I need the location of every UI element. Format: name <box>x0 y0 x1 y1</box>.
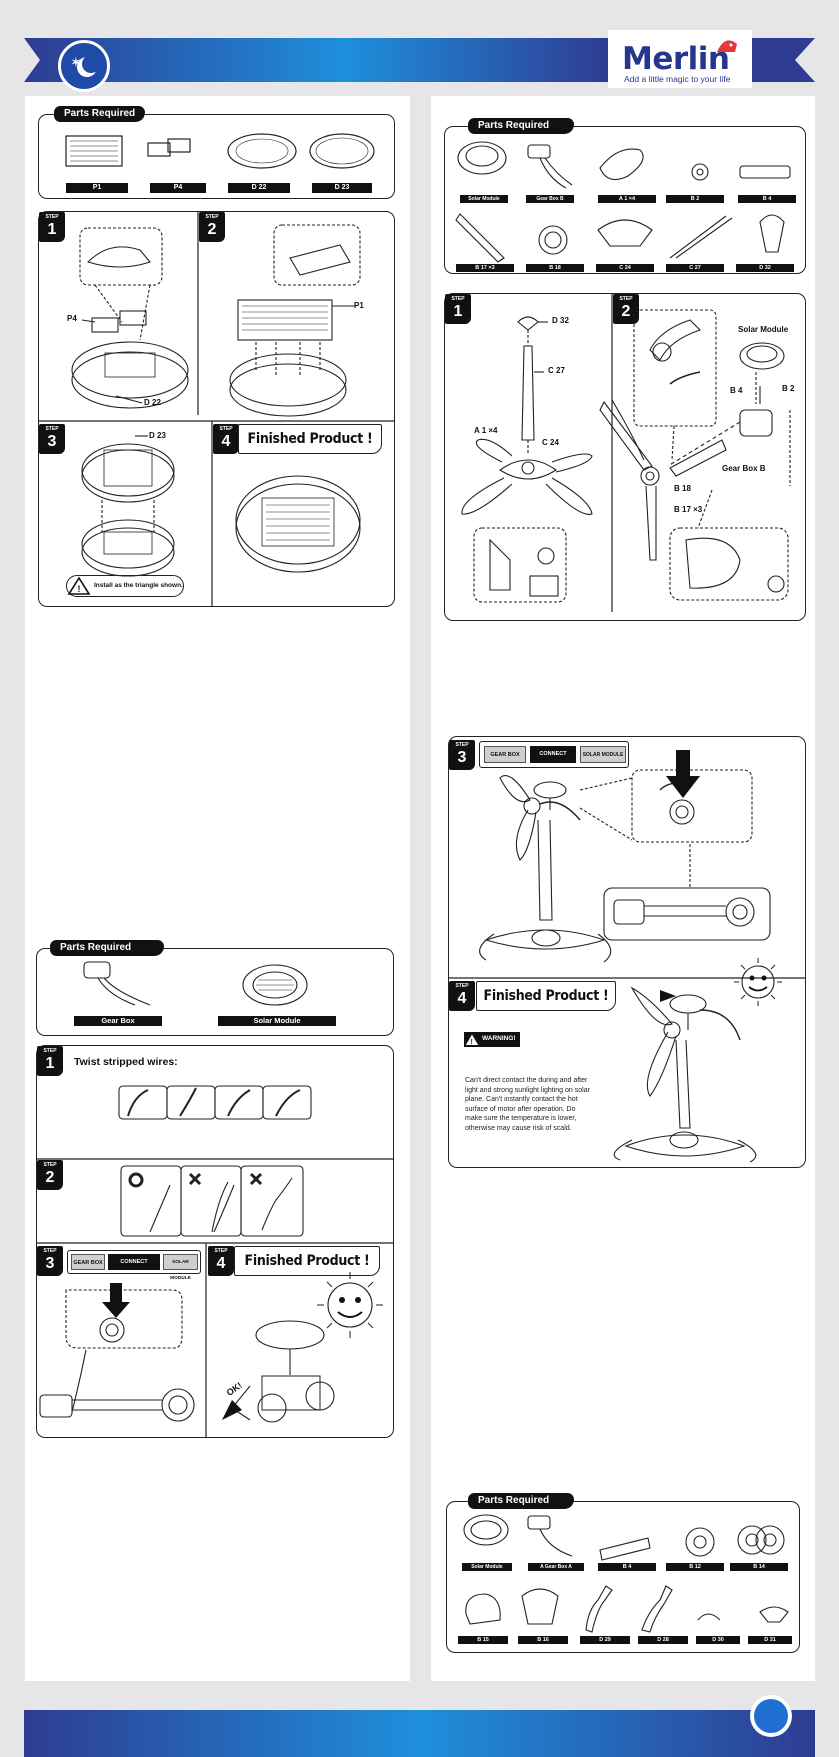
label-p1: P1 <box>354 301 364 310</box>
brand-tagline: Add a little magic to your life <box>624 74 731 84</box>
footer-banner-graphic <box>24 1695 815 1757</box>
steps-box-right-middle <box>448 736 806 1168</box>
part-label: B 14 <box>730 1563 788 1571</box>
label-solar-module: Solar Module <box>738 325 789 334</box>
connect-diagram: GEAR BOX CONNECT SOLAR MODULE <box>479 741 629 768</box>
part-label-p4: P4 <box>150 183 206 193</box>
part-label: B 15 <box>458 1636 508 1644</box>
parts-required-tab: Parts Required <box>468 118 574 134</box>
finished-product-banner: Finished Product ! <box>234 1246 380 1276</box>
warning-label: ! WARNING! <box>464 1032 520 1047</box>
label-b4: B 4 <box>730 386 743 395</box>
part-label: B 18 <box>526 264 584 272</box>
part-label: Gear Box B <box>526 195 574 203</box>
svg-text:!: ! <box>78 584 81 594</box>
connect-diagram: GEAR BOX CONNECT SOLAR MODULE <box>67 1250 201 1281</box>
part-label-d23: D 23 <box>312 183 372 193</box>
part-label: B 4 <box>738 195 796 203</box>
part-label: B 16 <box>518 1636 568 1644</box>
label-d23: D 23 <box>149 431 166 440</box>
label-c27: C 27 <box>548 366 565 375</box>
parts-box-left-top <box>38 114 395 199</box>
svg-text:!: ! <box>471 1039 473 1046</box>
part-label: D 29 <box>580 1636 630 1644</box>
parts-required-tab: Parts Required <box>468 1493 574 1509</box>
label-gear-box-b: Gear Box B <box>722 464 766 473</box>
part-label: Solar Module <box>460 195 508 203</box>
label-d22: D 22 <box>144 398 161 407</box>
finished-product-banner: Finished Product ! <box>238 424 382 454</box>
steps-box-left-bottom <box>36 1045 394 1438</box>
parts-box-right-bottom <box>446 1501 800 1653</box>
twist-wires-title: Twist stripped wires: <box>74 1056 178 1068</box>
label-d32: D 32 <box>552 316 569 325</box>
brand-hat-icon <box>715 34 739 54</box>
steps-box-left-top <box>38 211 395 607</box>
label-p4: P4 <box>67 314 77 323</box>
label-b17: B 17 ×3 <box>674 505 703 514</box>
label-a1: A 1 ×4 <box>474 426 498 435</box>
svg-text:✶: ✶ <box>70 54 82 70</box>
warning-triangle-icon: ! <box>464 1032 480 1046</box>
warning-triangle-icon: ! <box>67 576 91 595</box>
part-label: B 12 <box>666 1563 724 1571</box>
part-label-gear-box: Gear Box <box>74 1016 162 1026</box>
finished-product-banner: Finished Product ! <box>476 981 616 1011</box>
footer-bar <box>0 1695 839 1757</box>
part-label: A Gear Box A <box>528 1563 584 1571</box>
part-label: B 4 <box>598 1563 656 1571</box>
part-label: D 32 <box>736 264 794 272</box>
install-note: ! Install as the triangle shown. <box>66 575 184 597</box>
brand-logo: Merlin <box>622 41 730 77</box>
header-bar: ✶ Merlin Add a little magic to your life <box>0 0 839 100</box>
header-logo-badge-icon: ✶ <box>58 40 110 92</box>
parts-box-left-bottom <box>36 948 394 1036</box>
part-label: Solar Module <box>462 1563 512 1571</box>
part-label-p1: P1 <box>66 183 128 193</box>
steps-box-right-top <box>444 293 806 621</box>
header-banner-graphic <box>24 30 815 88</box>
label-b18: B 18 <box>674 484 691 493</box>
part-label: C 24 <box>596 264 654 272</box>
parts-required-tab: Parts Required <box>54 106 146 122</box>
parts-box-right-top <box>444 126 806 274</box>
label-b2: B 2 <box>782 384 795 393</box>
part-label: D 30 <box>696 1636 740 1644</box>
part-label-solar-module: Solar Module <box>218 1016 336 1026</box>
label-c24: C 24 <box>542 438 559 447</box>
parts-required-tab: Parts Required <box>50 940 164 956</box>
part-label-d22: D 22 <box>228 183 290 193</box>
part-label: D 28 <box>638 1636 688 1644</box>
part-label: B 2 <box>666 195 724 203</box>
warning-text: Can't direct contact the during and afte… <box>465 1077 590 1132</box>
part-label: D 31 <box>748 1636 792 1644</box>
part-label: A 1 ×4 <box>598 195 656 203</box>
part-label: C 27 <box>666 264 724 272</box>
part-label: B 17 ×3 <box>456 264 514 272</box>
